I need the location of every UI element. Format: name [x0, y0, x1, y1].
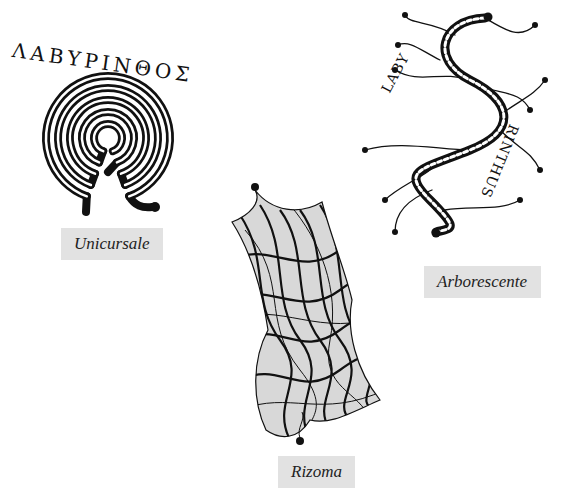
branch-dots — [362, 12, 548, 238]
label-box: Rizoma — [278, 456, 355, 488]
unicursal-maze — [46, 76, 170, 212]
arborescent-maze — [365, 15, 545, 232]
box-label: Rizoma — [291, 462, 342, 482]
label-box: Arborescente — [424, 266, 541, 298]
box-label: Arborescente — [437, 272, 528, 292]
label-box: Unicursale — [61, 228, 163, 260]
maze-end-dot — [150, 202, 160, 212]
maze-lettering: LABY — [378, 50, 412, 95]
rhizome-net — [225, 183, 385, 445]
box-label: Unicursale — [74, 234, 150, 254]
